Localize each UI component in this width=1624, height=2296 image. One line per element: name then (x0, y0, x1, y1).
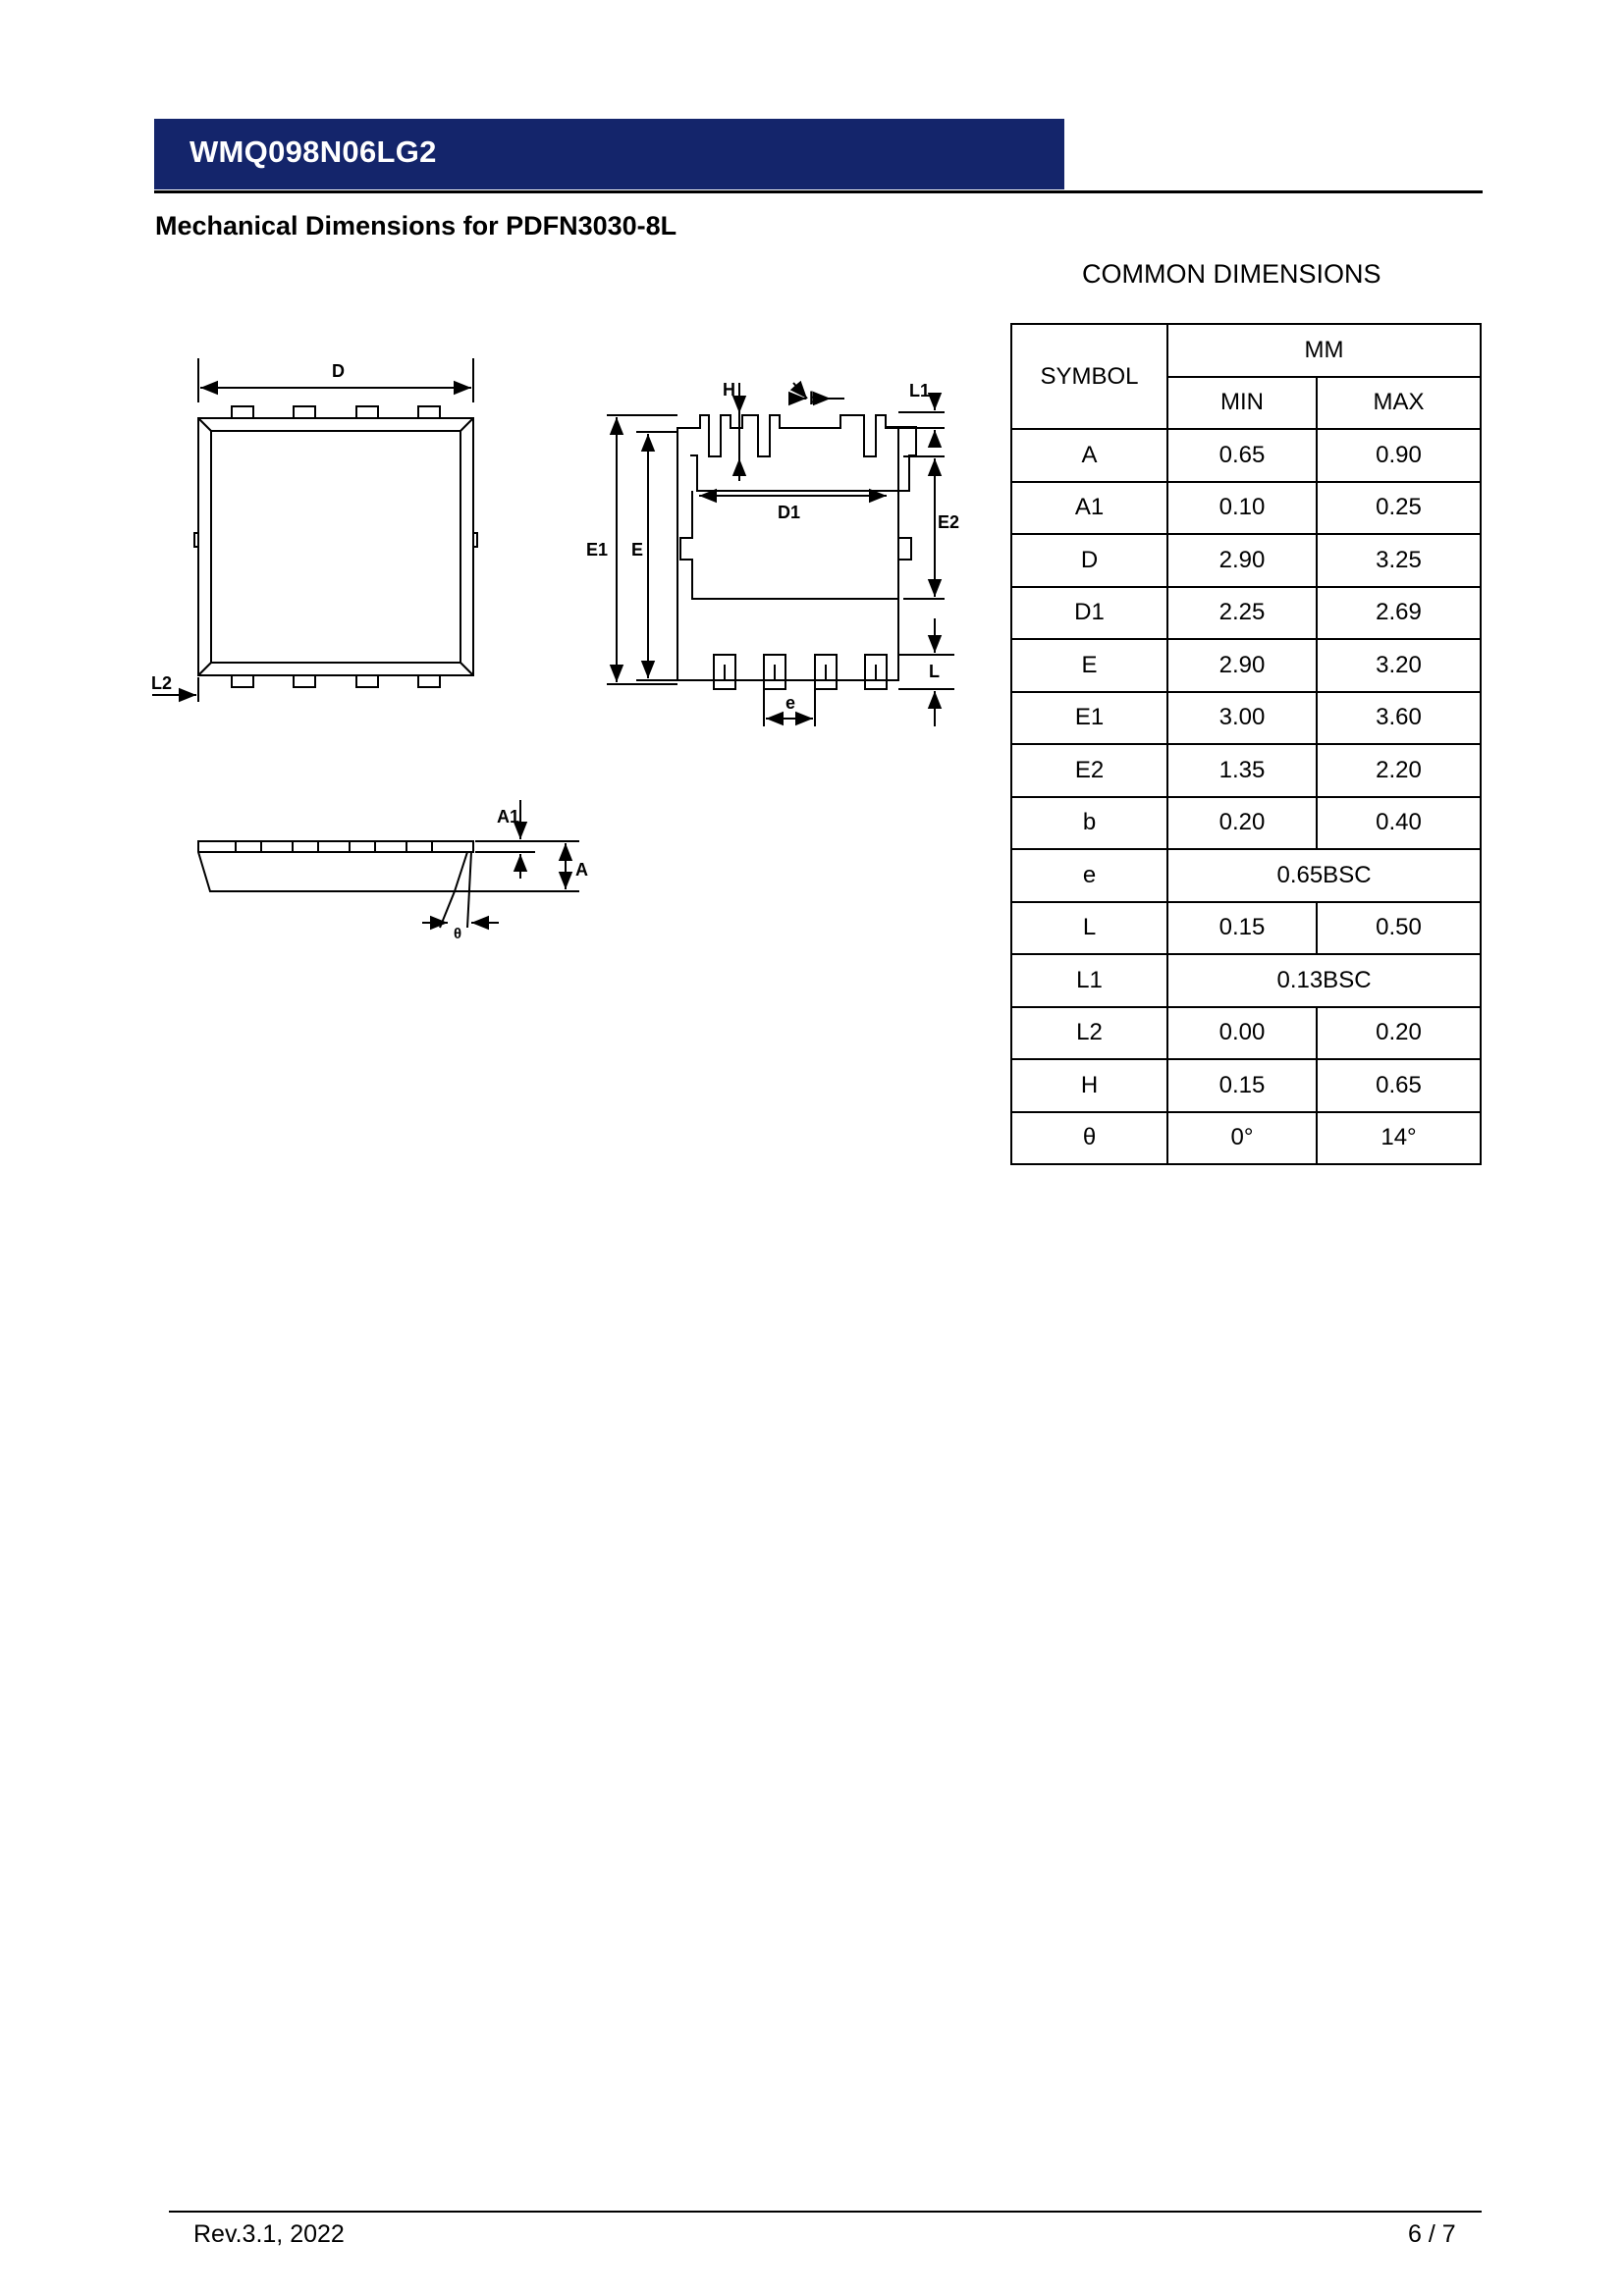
table-header-row: SYMBOL MM (1010, 323, 1482, 430)
min-cell: 0.65 (1166, 428, 1318, 483)
label-E: E (631, 540, 643, 560)
part-number: WMQ098N06LG2 (189, 134, 437, 169)
max-cell: 0.20 (1316, 1005, 1482, 1060)
header-max: MAX (1316, 375, 1482, 430)
min-cell: 1.35 (1166, 743, 1318, 798)
min-cell: 0.00 (1166, 1005, 1318, 1060)
label-E2: E2 (938, 512, 959, 532)
header-min: MIN (1166, 375, 1318, 430)
header-symbol: SYMBOL (1010, 323, 1168, 430)
min-cell: 0.15 (1166, 1058, 1318, 1113)
table-subheader-row: MIN MAX (1011, 375, 1482, 430)
label-theta: θ (454, 926, 461, 942)
max-cell: 14° (1316, 1110, 1482, 1165)
header-rule (154, 190, 1483, 193)
label-E1: E1 (586, 540, 608, 560)
max-cell: 0.40 (1316, 795, 1482, 850)
min-cell: 0° (1166, 1110, 1318, 1165)
bottom-view-outline (677, 414, 899, 681)
section-title: Mechanical Dimensions for PDFN3030-8L (155, 211, 677, 240)
max-cell: 0.65 (1316, 1058, 1482, 1113)
label-D1: D1 (778, 503, 800, 522)
header-banner: WMQ098N06LG2 (154, 119, 1064, 189)
symbol-cell: e (1010, 848, 1168, 903)
label-A: A (575, 860, 588, 880)
max-cell: 0.90 (1316, 428, 1482, 483)
side-view-outline (197, 840, 474, 892)
footer-revision: Rev.3.1, 2022 (193, 2220, 345, 2248)
max-cell: 3.60 (1316, 690, 1482, 745)
symbol-cell: L1 (1010, 953, 1168, 1008)
max-cell: 0.25 (1316, 480, 1482, 535)
max-cell: 0.50 (1316, 900, 1482, 955)
value-cell: 0.65BSC (1166, 848, 1482, 903)
label-L2: L2 (151, 673, 172, 693)
table-caption: COMMON DIMENSIONS (1082, 259, 1381, 289)
max-cell: 3.20 (1316, 638, 1482, 693)
label-b: b (809, 389, 820, 408)
label-H: H (723, 380, 735, 400)
symbol-cell: D1 (1010, 585, 1168, 640)
min-cell: 3.00 (1166, 690, 1318, 745)
symbol-cell: E2 (1010, 743, 1168, 798)
symbol-cell: b (1010, 795, 1168, 850)
label-D-top: D (332, 361, 345, 381)
top-view-body (197, 417, 474, 676)
footer-page-number: 6 / 7 (1408, 2220, 1456, 2248)
package-drawing: D L2 H b L1 D1 E1 E E2 L e A1 A θ (151, 358, 959, 942)
header-unit: MM (1166, 323, 1482, 378)
symbol-cell: L2 (1010, 1005, 1168, 1060)
min-cell: 2.25 (1166, 585, 1318, 640)
symbol-cell: E (1010, 638, 1168, 693)
min-cell: 2.90 (1166, 533, 1318, 588)
max-cell: 2.20 (1316, 743, 1482, 798)
symbol-cell: A1 (1010, 480, 1168, 535)
max-cell: 2.69 (1316, 585, 1482, 640)
footer-rule (169, 2211, 1482, 2213)
symbol-cell: θ (1010, 1110, 1168, 1165)
label-e: e (785, 693, 795, 713)
label-L: L (929, 662, 940, 681)
symbol-cell: E1 (1010, 690, 1168, 745)
symbol-cell: H (1010, 1058, 1168, 1113)
symbol-cell: D (1010, 533, 1168, 588)
max-cell: 3.25 (1316, 533, 1482, 588)
min-cell: 2.90 (1166, 638, 1318, 693)
min-cell: 0.20 (1166, 795, 1318, 850)
label-L1: L1 (909, 381, 930, 400)
min-cell: 0.10 (1166, 480, 1318, 535)
symbol-cell: L (1010, 900, 1168, 955)
label-A1: A1 (497, 807, 519, 827)
symbol-cell: A (1010, 428, 1168, 483)
value-cell: 0.13BSC (1166, 953, 1482, 1008)
min-cell: 0.15 (1166, 900, 1318, 955)
